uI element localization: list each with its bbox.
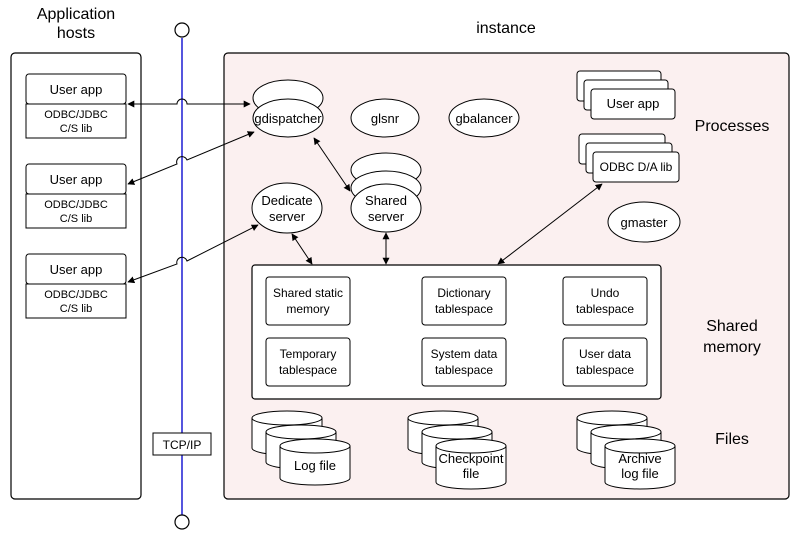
archive-log-file-label-line1: Archive xyxy=(618,451,661,466)
client-lib-box xyxy=(25,283,127,319)
undo-tablespace-line1: Undo xyxy=(591,286,620,300)
glsnr-process xyxy=(350,98,420,138)
client-lib-label-line2: C/S lib xyxy=(60,213,92,225)
arrow-gdispatcher-shared-server xyxy=(313,137,351,192)
client-lib-box xyxy=(25,103,127,139)
shared-static-memory-line1: Shared static xyxy=(273,286,343,300)
app-hosts-title-line2: hosts xyxy=(57,25,95,42)
dictionary-tablespace-line1: Dictionary xyxy=(437,286,490,300)
system-data-tablespace-line1: System data xyxy=(431,347,498,361)
glsnr-label: glsnr xyxy=(371,111,400,126)
connection-host1-gdispatcher xyxy=(127,98,251,108)
shared-memory-section-label-line2: memory xyxy=(703,339,761,356)
processes-section-label: Processes xyxy=(695,118,770,135)
gbalancer-label: gbalancer xyxy=(455,111,513,126)
tcp-ip-box xyxy=(152,432,212,456)
shared-static-memory-line2: memory xyxy=(286,302,329,316)
archive-log-file-cylinders: Archive log file xyxy=(576,410,676,490)
arrow-odbc-da-lib-memory xyxy=(497,183,603,265)
client-lib-label-line1: ODBC/JDBC xyxy=(44,199,108,211)
shared-static-memory-box: Shared static memory xyxy=(265,276,351,326)
gdispatcher-process: gdispatcher xyxy=(252,79,324,138)
system-data-tablespace-box: System data tablespace xyxy=(421,337,507,387)
dedicate-server-label-line2: server xyxy=(269,209,306,224)
client-lib-label-line2: C/S lib xyxy=(60,303,92,315)
connection-host2-gdispatcher xyxy=(127,131,255,185)
user-app-label: User app xyxy=(50,262,103,277)
arrow-dedicate-server-memory xyxy=(291,233,313,265)
temporary-tablespace-line1: Temporary xyxy=(280,347,337,361)
shared-server-label-line1: Shared xyxy=(365,193,407,208)
user-data-tablespace-line2: tablespace xyxy=(576,363,634,377)
local-user-app-label: User app xyxy=(607,96,660,111)
app-hosts-title-line1: Application xyxy=(37,6,115,23)
host-app-2: User app ODBC/JDBC C/S lib xyxy=(25,163,127,229)
temporary-tablespace-line2: tablespace xyxy=(279,363,337,377)
checkpoint-file-cylinders: Checkpoint file xyxy=(407,410,507,490)
dedicate-server-process xyxy=(251,182,323,234)
user-data-tablespace-line1: User data xyxy=(579,347,631,361)
odbc-da-lib-stack: ODBC D/A lib xyxy=(578,133,680,183)
user-data-tablespace-box: User data tablespace xyxy=(562,337,648,387)
temporary-tablespace-box: Temporary tablespace xyxy=(265,337,351,387)
shared-memory-container xyxy=(251,264,662,400)
checkpoint-file-label-line1: Checkpoint xyxy=(438,451,503,466)
odbc-da-lib-label: ODBC D/A lib xyxy=(600,160,673,174)
host-app-1: User app ODBC/JDBC C/S lib xyxy=(25,73,127,139)
gmaster-process xyxy=(607,201,681,243)
client-lib-label-line2: C/S lib xyxy=(60,123,92,135)
files-section-label: Files xyxy=(715,431,749,448)
archive-log-file-label-line2: log file xyxy=(621,466,659,481)
client-lib-box xyxy=(25,193,127,229)
shared-server-process: Shared server xyxy=(350,152,422,233)
dictionary-tablespace-box: Dictionary tablespace xyxy=(421,276,507,326)
user-app-label: User app xyxy=(50,82,103,97)
connection-host3-dedicate-server xyxy=(127,224,259,284)
instance-title: instance xyxy=(476,20,536,37)
network-terminator-top xyxy=(174,22,190,38)
system-data-tablespace-line2: tablespace xyxy=(435,363,493,377)
checkpoint-file-label-line2: file xyxy=(463,466,480,481)
local-user-app-stack: User app xyxy=(576,70,676,120)
log-file-cylinders: Log file xyxy=(251,410,351,486)
shared-memory-section-label-line1: Shared xyxy=(706,318,758,335)
gmaster-label: gmaster xyxy=(621,215,669,230)
undo-tablespace-line2: tablespace xyxy=(576,302,634,316)
user-app-label: User app xyxy=(50,172,103,187)
dictionary-tablespace-line2: tablespace xyxy=(435,302,493,316)
host-app-3: User app ODBC/JDBC C/S lib xyxy=(25,253,127,319)
network-terminator-bottom xyxy=(174,514,190,530)
dedicate-server-label-line1: Dedicate xyxy=(261,193,312,208)
gdispatcher-label: gdispatcher xyxy=(254,111,322,126)
undo-tablespace-box: Undo tablespace xyxy=(562,276,648,326)
gbalancer-process xyxy=(448,98,520,138)
log-file-label: Log file xyxy=(294,458,336,473)
tcp-ip-label: TCP/IP xyxy=(163,438,202,452)
client-lib-label-line1: ODBC/JDBC xyxy=(44,109,108,121)
shared-server-label-line2: server xyxy=(368,209,405,224)
client-lib-label-line1: ODBC/JDBC xyxy=(44,289,108,301)
